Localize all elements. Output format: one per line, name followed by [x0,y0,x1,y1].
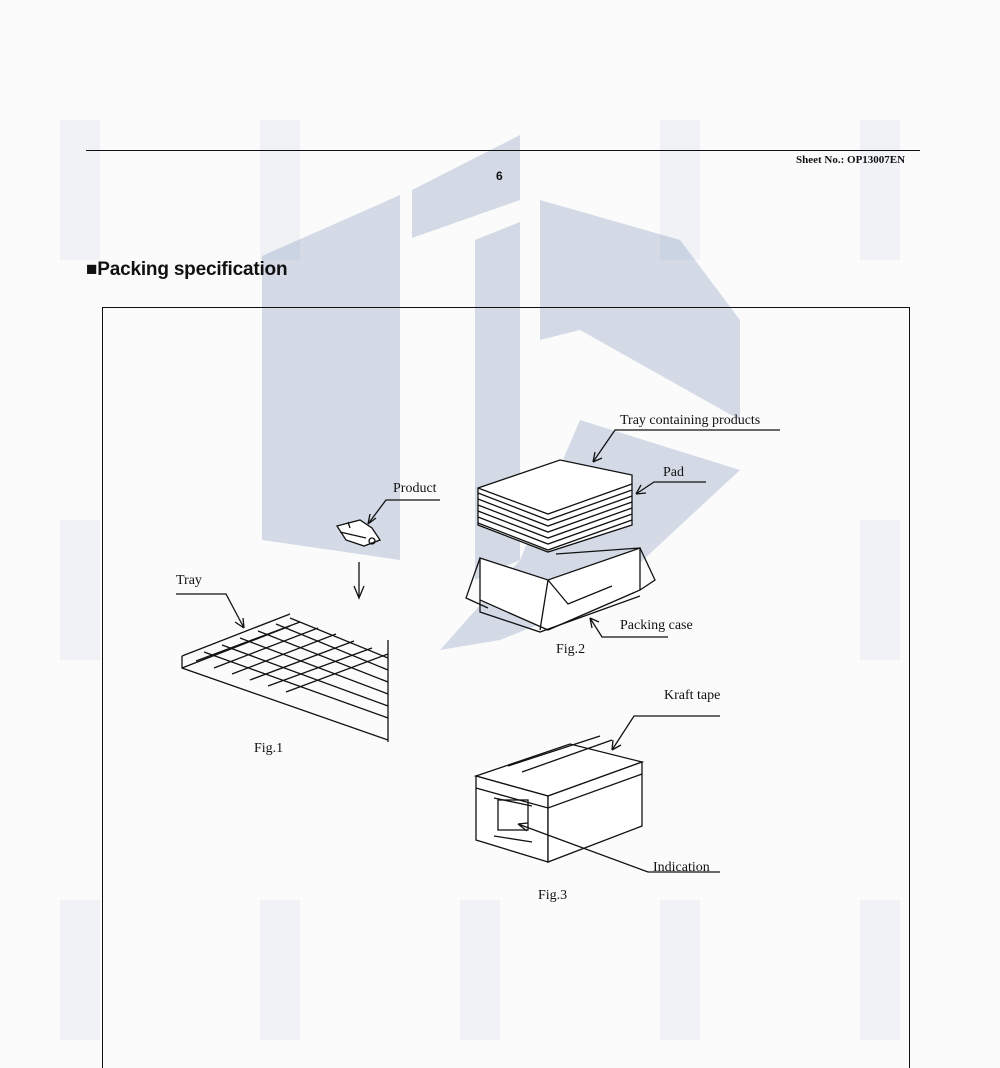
page-number: 6 [496,169,503,183]
tray-stack-illustration [465,459,656,633]
label-fig3: Fig.3 [538,888,567,903]
section-heading: ■Packing specification [86,259,288,280]
label-pad: Pad [663,465,684,480]
label-indication: Indication [653,860,710,875]
label-kraft-tape: Kraft tape [664,688,720,703]
header-rule [86,150,920,151]
label-tray-containing-products: Tray containing products [620,413,760,428]
product-illustration [335,519,381,547]
label-packing-case: Packing case [620,618,693,633]
label-fig2: Fig.2 [556,642,585,657]
label-tray: Tray [176,573,202,588]
figure-frame [102,307,910,1068]
sheet-number: Sheet No.: OP13007EN [796,154,906,166]
label-fig1: Fig.1 [254,741,283,756]
label-product: Product [393,481,437,496]
carton-illustration [473,735,645,863]
tray-illustration [181,613,389,742]
